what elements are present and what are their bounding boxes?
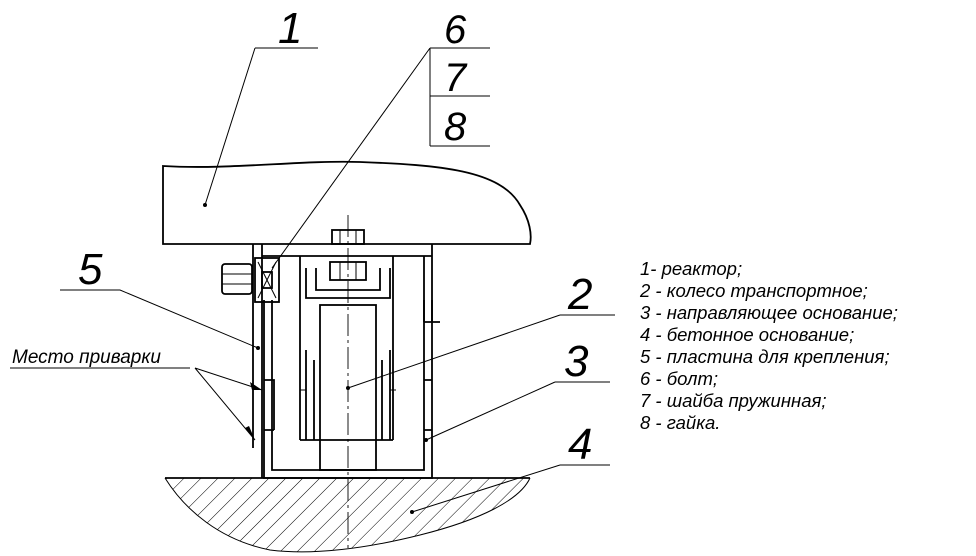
weld-location-label: Место приварки	[12, 347, 161, 368]
legend: 1- реактор; 2 - колесо транспортное; 3 -…	[639, 258, 898, 433]
leader-lines	[10, 47, 615, 514]
legend-item-3: 3 - направляющее основание;	[640, 302, 898, 323]
legend-item-4: 4 - бетонное основание;	[640, 324, 854, 345]
side-bolt-assembly	[221, 257, 280, 303]
callout-4: 4	[568, 420, 592, 469]
legend-item-6: 6 - болт;	[640, 368, 718, 389]
legend-item-1: 1- реактор;	[640, 258, 742, 279]
legend-item-7: 7 - шайба пружинная;	[640, 390, 827, 411]
callout-5: 5	[78, 245, 103, 294]
callout-3: 3	[564, 337, 589, 386]
callout-1: 1	[278, 4, 302, 53]
callout-8: 8	[444, 105, 467, 149]
transport-wheel	[300, 268, 396, 471]
legend-item-8: 8 - гайка.	[640, 412, 720, 433]
legend-item-5: 5 - пластина для крепления;	[640, 346, 890, 367]
callout-7: 7	[444, 56, 468, 100]
callout-2: 2	[567, 270, 592, 319]
callout-6: 6	[444, 8, 467, 52]
legend-item-2: 2 - колесо транспортное;	[639, 280, 868, 301]
reactor-body	[162, 160, 532, 245]
